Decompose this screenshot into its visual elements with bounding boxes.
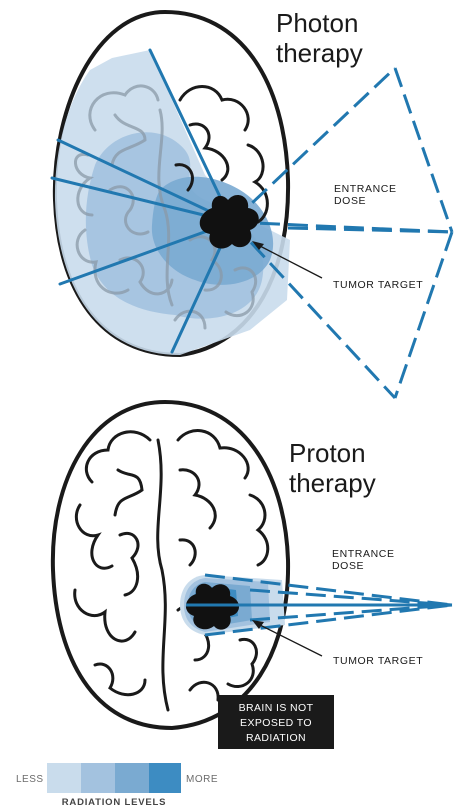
proton-callout-line3: RADIATION [246,732,306,744]
legend-level-1 [47,763,81,793]
radiation-legend: LESS MORE RADIATION LEVELS [16,763,218,808]
proton-head-outline [53,402,288,728]
photon-tumor-label: TUMOR TARGET [333,279,423,291]
photon-beam-ext-6 [288,228,452,232]
legend-title: RADIATION LEVELS [62,797,166,808]
legend-less-label: LESS [16,774,44,785]
proton-callout-line2: EXPOSED TO [240,717,312,729]
photon-beam-ext-4 [395,68,452,232]
legend-level-3 [115,763,149,793]
proton-entrance-line1: ENTRANCE [332,548,395,560]
proton-entrance-line2: DOSE [332,560,364,572]
photon-entrance-line2: DOSE [334,195,366,207]
proton-title-line2: therapy [289,468,376,498]
proton-callout: BRAIN IS NOT EXPOSED TO RADIATION [218,695,334,749]
proton-callout-line1: BRAIN IS NOT [239,702,314,714]
legend-more-label: MORE [186,774,218,785]
legend-level-2 [81,763,115,793]
proton-therapy-panel: Proton therapy ENTRANCE DOSE TUMOR TARGE… [53,402,452,749]
photon-therapy-panel: Photon therapy ENTRANCE DOSE TUMOR TARGE… [52,8,452,398]
legend-level-4 [149,763,181,793]
photon-title-line2: therapy [276,38,363,68]
proton-tumor-label: TUMOR TARGET [333,655,423,667]
proton-title-line1: Proton [289,438,366,468]
photon-title-line1: Photon [276,8,358,38]
photon-beam-ext-5 [395,232,452,398]
photon-entrance-line1: ENTRANCE [334,183,397,195]
